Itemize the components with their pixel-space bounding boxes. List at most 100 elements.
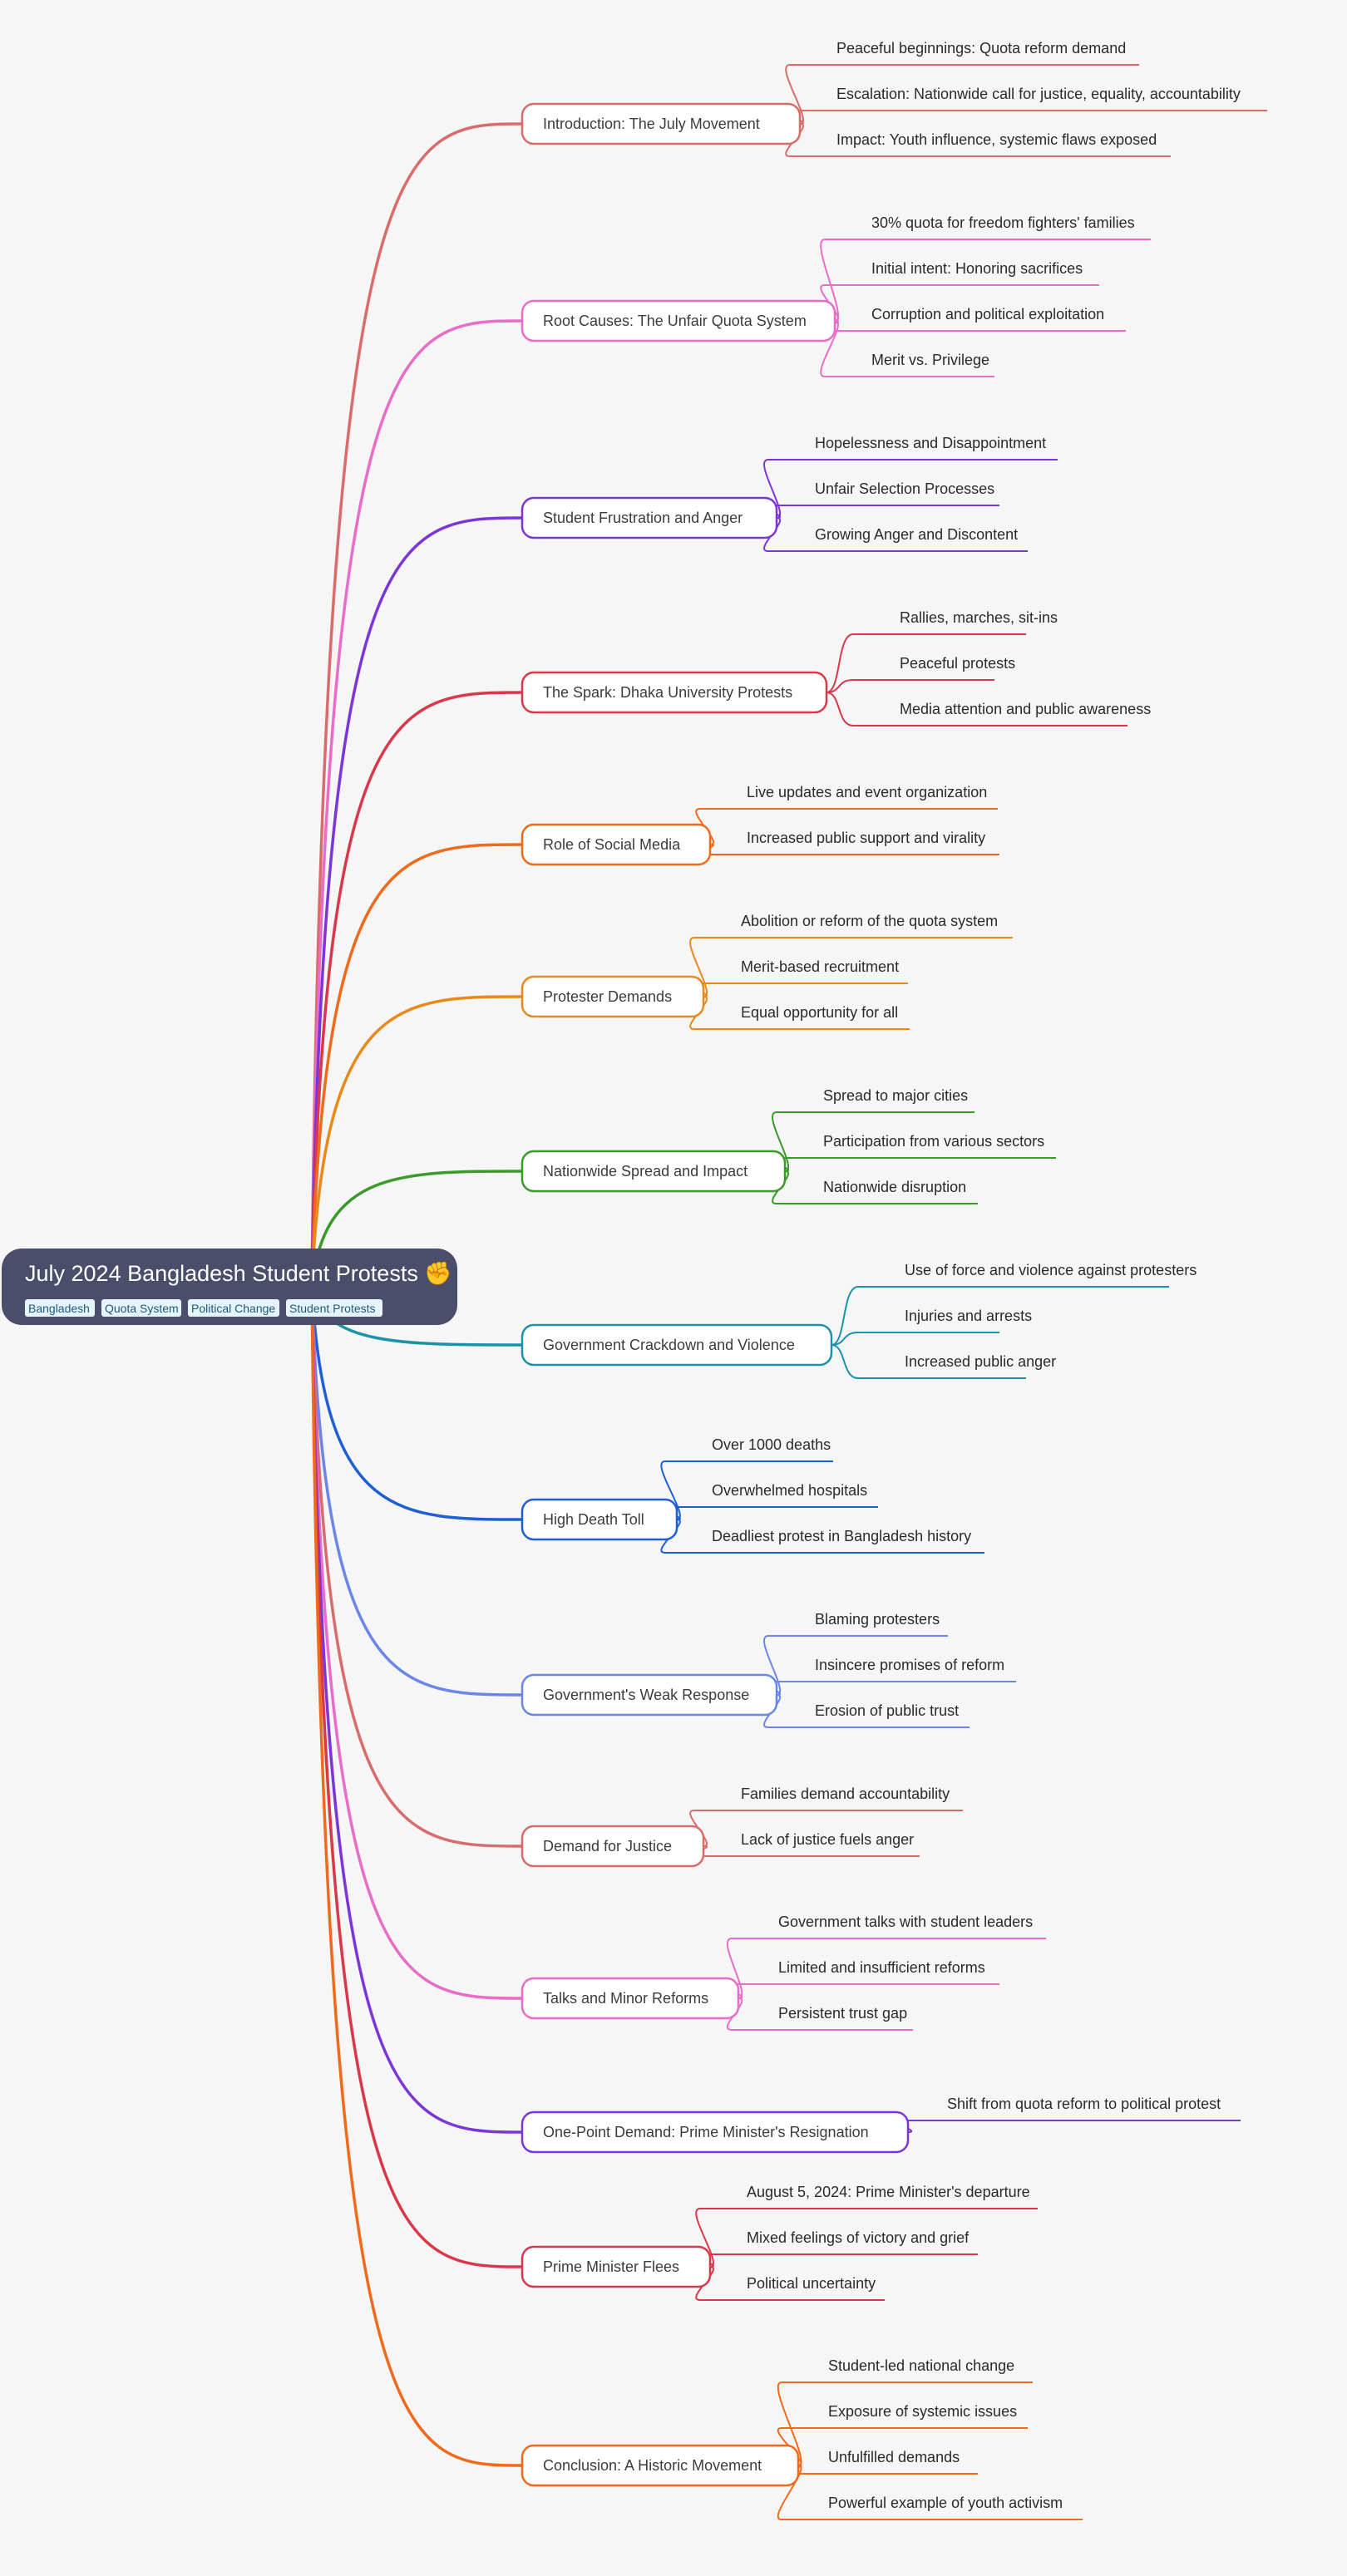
branch-node-box: [521, 975, 705, 1018]
branch-label: Prime Minister Flees: [543, 2258, 679, 2275]
branch-label: High Death Toll: [543, 1511, 644, 1528]
leaf-connector: [660, 1460, 833, 1520]
leaf-item[interactable]: Increased public support and virality: [747, 830, 985, 846]
tag-student-protests[interactable]: Student Protests: [286, 1299, 382, 1317]
branch-nationwide-spread-and-impact[interactable]: Nationwide Spread and Impact Spread to ma…: [521, 1087, 1044, 1195]
leaf-item[interactable]: Student-led national change: [828, 2357, 1014, 2374]
branch-student-frustration-and-anger[interactable]: Student Frustration and AngerHopelessnes…: [521, 435, 1046, 543]
branch-talks-and-minor-reforms[interactable]: Talks and Minor Reforms Government talks …: [521, 1914, 1033, 2022]
leaf-connector: [777, 2427, 1028, 2466]
leaf-connector: [820, 284, 1099, 322]
branch-government-crackdown-and-violence[interactable]: Government Crackdown and Violence Use of …: [521, 1262, 1197, 1370]
branch-label: Talks and Minor Reforms: [543, 1990, 708, 2007]
branch-label: One-Point Demand: Prime Minister's Resig…: [543, 2124, 869, 2140]
branch-one-point-demand-prime-minister-s-resignation[interactable]: One-Point Demand: Prime Minister's Resig…: [521, 2096, 1221, 2154]
leaf-item[interactable]: Families demand accountability: [741, 1785, 950, 1802]
leaf-item[interactable]: Media attention and public awareness: [900, 701, 1151, 717]
branch-connector: [310, 1286, 523, 2134]
tag-bangladesh[interactable]: Bangladesh: [25, 1299, 95, 1317]
branch-high-death-toll[interactable]: High Death Toll Over 1000 deathsOverwhelm…: [521, 1436, 971, 1544]
leaf-item[interactable]: Over 1000 deaths: [712, 1436, 831, 1453]
leaf-item[interactable]: Abolition or reform of the quota system: [741, 913, 998, 929]
branch-list: Introduction: The July MovementPeaceful …: [521, 40, 1241, 2511]
leaf-item[interactable]: Limited and insufficient reforms: [778, 1959, 985, 1976]
branch-label: Government's Weak Response: [543, 1687, 749, 1703]
leaf-item[interactable]: Corruption and political exploitation: [871, 306, 1104, 323]
leaf-item[interactable]: Mixed feelings of victory and grief: [747, 2229, 970, 2246]
leaf-item[interactable]: Merit-based recruitment: [741, 958, 899, 975]
leaf-connector: [831, 1286, 1169, 1346]
branch-label: Demand for Justice: [543, 1838, 672, 1854]
branch-government-s-weak-response[interactable]: Government's Weak Response Blaming protes…: [521, 1611, 1004, 1719]
branch-connector: [310, 843, 523, 1288]
branch-label: Nationwide Spread and Impact: [543, 1163, 748, 1180]
leaf-connector: [895, 2120, 1241, 2133]
root-node[interactable]: July 2024 Bangladesh Student Protests ✊ …: [2, 1249, 457, 1325]
leaf-item[interactable]: Deadliest protest in Bangladesh history: [712, 1528, 971, 1544]
branch-conclusion-a-historic-movement[interactable]: Conclusion: A Historic MovementStudent-l…: [521, 2357, 1063, 2511]
leaf-item[interactable]: Persistent trust gap: [778, 2005, 907, 2022]
leaf-item[interactable]: Equal opportunity for all: [741, 1004, 898, 1021]
tag-label: Bangladesh: [28, 1302, 90, 1315]
leaf-item[interactable]: Live updates and event organization: [747, 784, 987, 800]
branch-node-box: [521, 823, 712, 866]
branch-node-box: [521, 102, 802, 145]
leaf-item[interactable]: Injuries and arrests: [905, 1308, 1032, 1324]
leaf-item[interactable]: Merit vs. Privilege: [871, 352, 989, 368]
leaf-connector: [826, 692, 1127, 727]
leaf-connector: [726, 1983, 999, 1999]
leaf-item[interactable]: Impact: Youth influence, systemic flaws …: [836, 131, 1157, 148]
leaf-item[interactable]: Participation from various sectors: [823, 1133, 1044, 1150]
leaf-item[interactable]: Unfulfilled demands: [828, 2449, 960, 2465]
branch-root-causes-the-unfair-quota-system[interactable]: Root Causes: The Unfair Quota System30% …: [521, 214, 1135, 368]
leaf-item[interactable]: Political uncertainty: [747, 2275, 876, 2292]
leaf-connector: [689, 1810, 963, 1847]
leaf-item[interactable]: Peaceful protests: [900, 655, 1015, 672]
leaf-item[interactable]: Shift from quota reform to political pro…: [947, 2096, 1221, 2112]
branch-node-box: [521, 1498, 678, 1541]
leaf-item[interactable]: Government talks with student leaders: [778, 1914, 1033, 1930]
leaf-item[interactable]: Use of force and violence against protes…: [905, 1262, 1197, 1278]
leaf-item[interactable]: Unfair Selection Processes: [815, 480, 994, 497]
leaf-item[interactable]: Spread to major cities: [823, 1087, 968, 1104]
leaf-item[interactable]: Exposure of systemic issues: [828, 2403, 1017, 2420]
tag-chip: [101, 1299, 181, 1317]
leaf-connector: [660, 1506, 878, 1520]
branch-connector: [310, 1286, 523, 1521]
branch-node-box: [521, 2245, 712, 2288]
leaf-connector: [826, 679, 994, 693]
branch-node-box: [521, 299, 836, 342]
leaf-item[interactable]: Erosion of public trust: [815, 1702, 959, 1719]
leaf-item[interactable]: Powerful example of youth activism: [828, 2495, 1063, 2511]
branch-label: Government Crackdown and Violence: [543, 1337, 795, 1353]
leaf-item[interactable]: Overwhelmed hospitals: [712, 1482, 867, 1499]
leaf-connector: [763, 1681, 1016, 1696]
leaf-item[interactable]: Initial intent: Honoring sacrifices: [871, 260, 1083, 277]
leaf-item[interactable]: Growing Anger and Discontent: [815, 526, 1018, 543]
leaf-item[interactable]: August 5, 2024: Prime Minister's departu…: [747, 2184, 1030, 2200]
tag-quota-system[interactable]: Quota System: [101, 1299, 181, 1317]
leaf-item[interactable]: Peaceful beginnings: Quota reform demand: [836, 40, 1126, 57]
leaf-item[interactable]: Increased public anger: [905, 1353, 1056, 1370]
branch-connector: [310, 319, 523, 1288]
leaf-item[interactable]: Escalation: Nationwide call for justice,…: [836, 86, 1241, 102]
branch-node-box: [521, 496, 778, 539]
leaf-item[interactable]: Nationwide disruption: [823, 1179, 966, 1195]
leaf-item[interactable]: Lack of justice fuels anger: [741, 1831, 914, 1848]
leaf-item[interactable]: Hopelessness and Disappointment: [815, 435, 1046, 451]
leaf-item[interactable]: Blaming protesters: [815, 1611, 940, 1628]
tag-label: Quota System: [105, 1302, 179, 1315]
branch-demand-for-justice[interactable]: Demand for Justice Families demand accoun…: [521, 1785, 950, 1868]
leaf-item[interactable]: 30% quota for freedom fighters' families: [871, 214, 1135, 231]
branch-node-box: [521, 1977, 740, 2020]
tag-political-change[interactable]: Political Change: [188, 1299, 279, 1317]
branch-prime-minister-flees[interactable]: Prime Minister Flees August 5, 2024: Prim…: [521, 2184, 1030, 2292]
branch-introduction-the-july-movement[interactable]: Introduction: The July MovementPeaceful …: [521, 40, 1241, 148]
branch-the-spark-dhaka-university-protests[interactable]: The Spark: Dhaka University ProtestsRall…: [521, 609, 1151, 717]
tag-label: Student Protests: [289, 1302, 376, 1315]
leaf-item[interactable]: Insincere promises of reform: [815, 1657, 1004, 1673]
leaf-item[interactable]: Rallies, marches, sit-ins: [900, 609, 1058, 626]
branch-node-box: [521, 1673, 778, 1717]
